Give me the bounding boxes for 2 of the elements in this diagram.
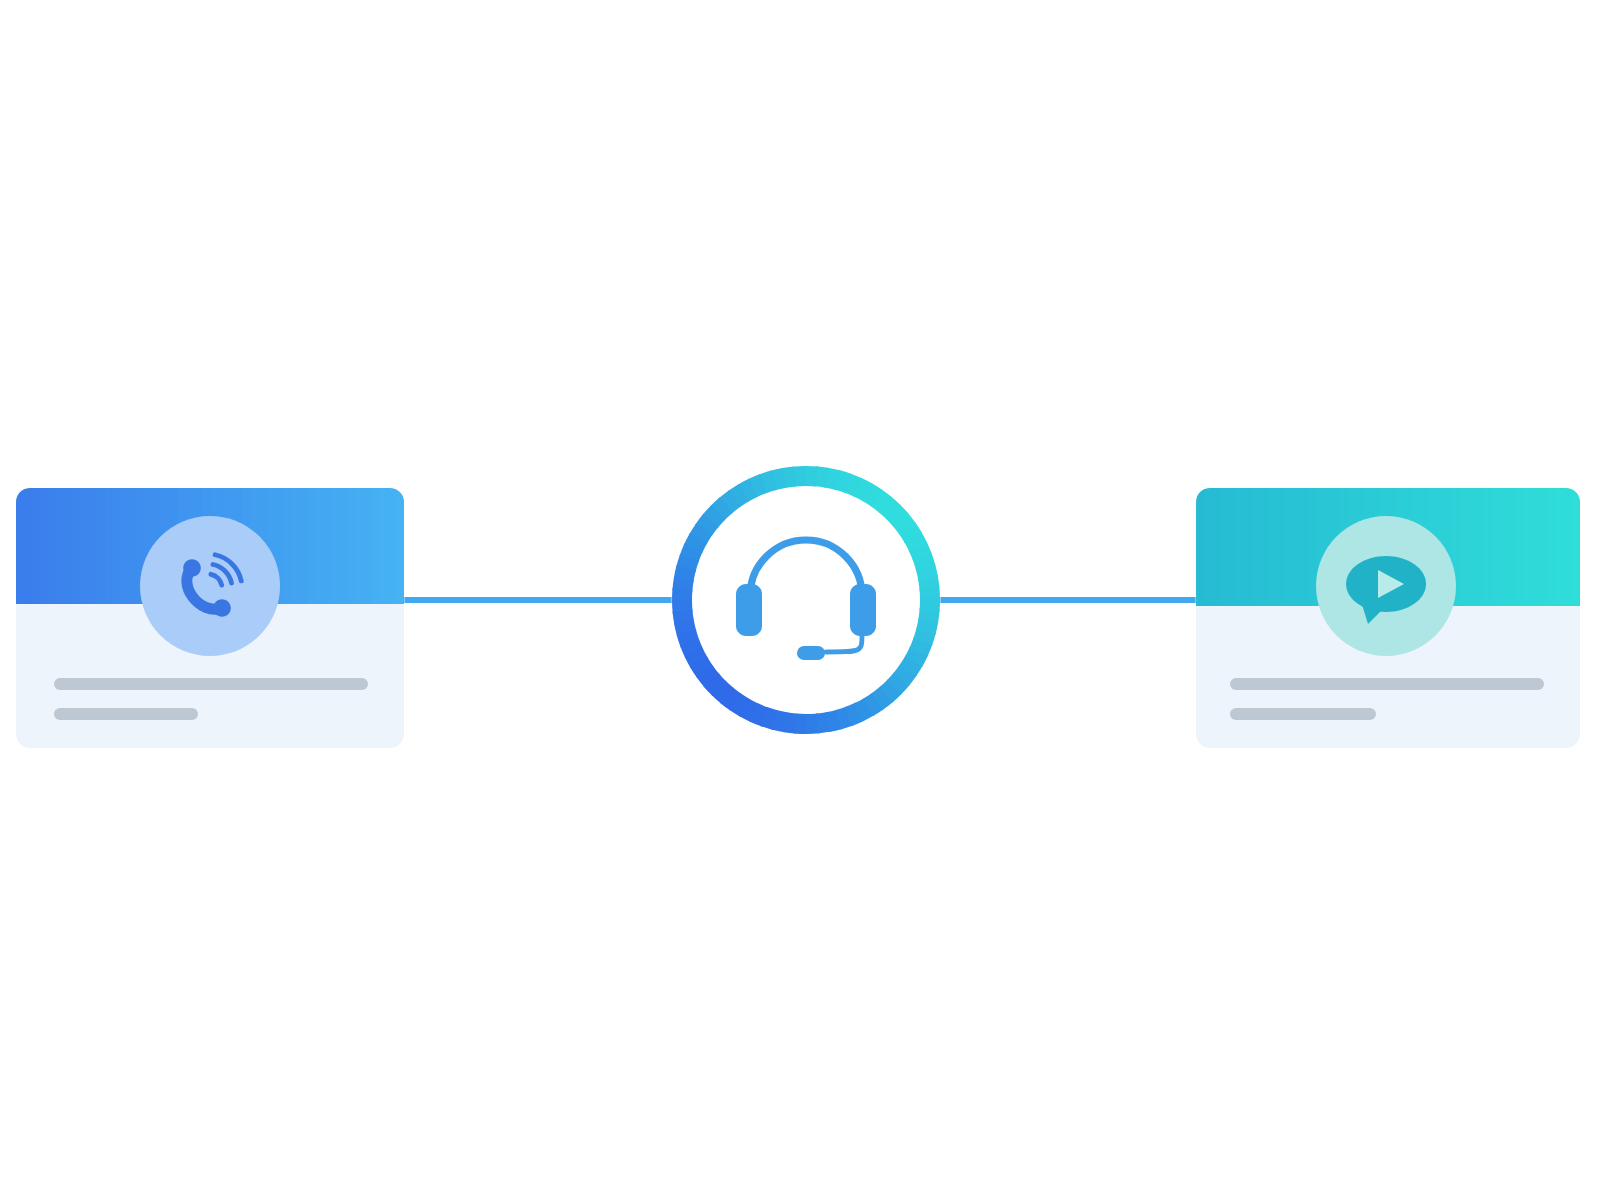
connector-line bbox=[940, 597, 1196, 603]
connector-line bbox=[404, 597, 672, 603]
